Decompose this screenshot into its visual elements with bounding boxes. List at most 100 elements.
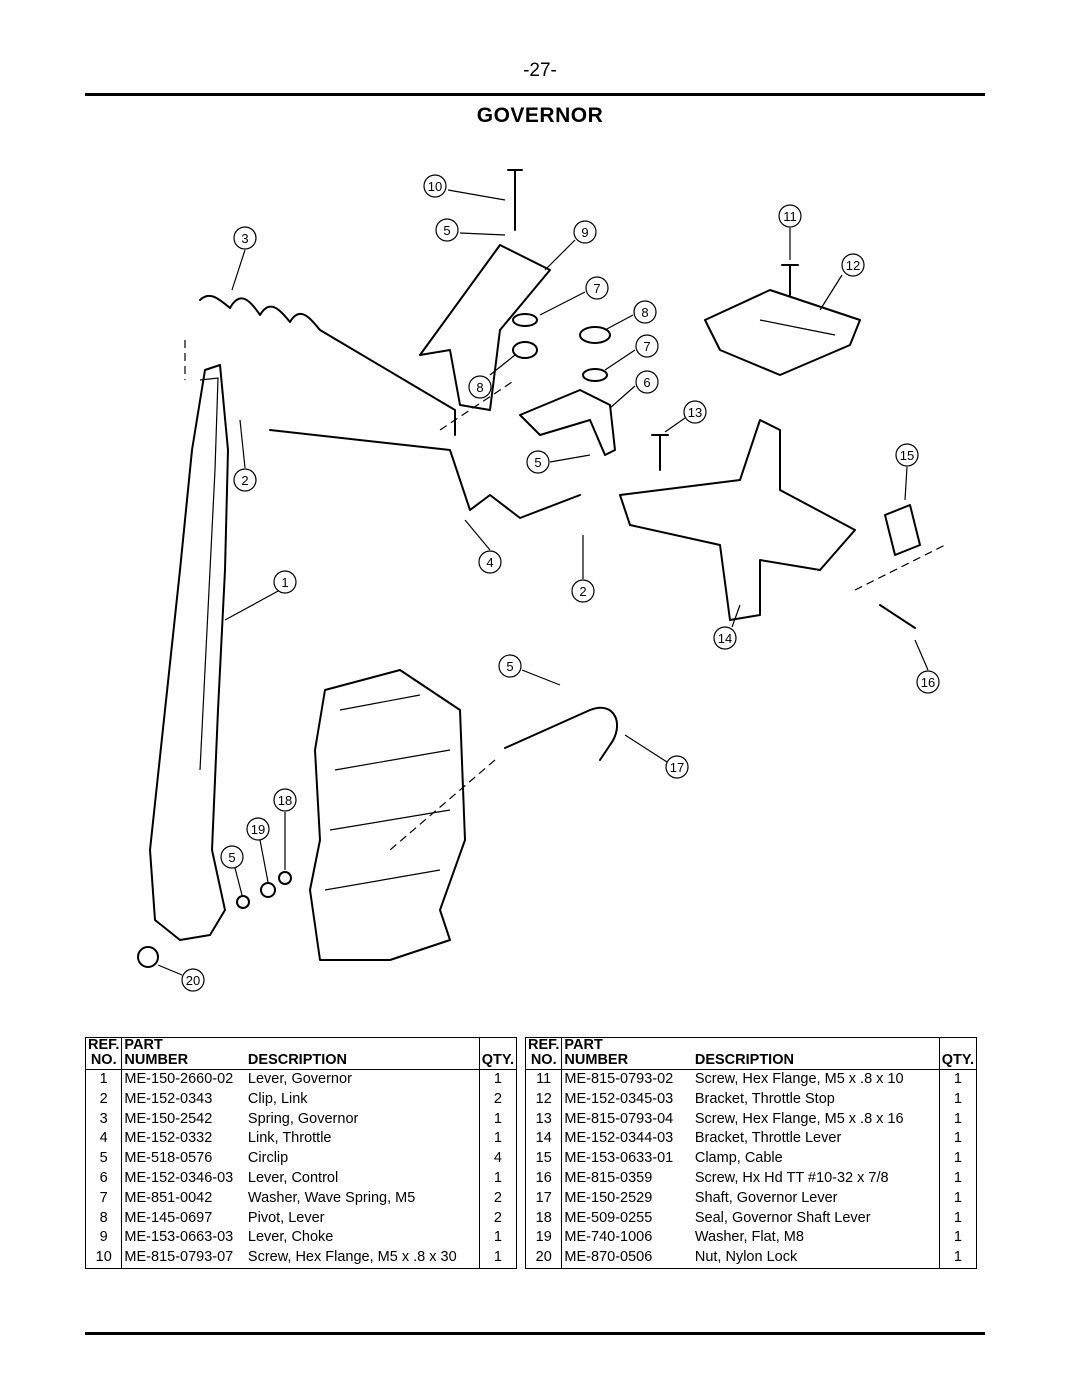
svg-text:7: 7 bbox=[643, 339, 650, 354]
ref-no: 3 bbox=[86, 1109, 123, 1130]
svg-text:11: 11 bbox=[783, 209, 797, 224]
callout-5-mid: 5 bbox=[526, 450, 591, 474]
part-description: Spring, Governor bbox=[247, 1110, 359, 1127]
governor-spring-part bbox=[199, 294, 456, 436]
part-description: Clip, Link bbox=[247, 1090, 308, 1107]
part-description: Lever, Governor bbox=[247, 1071, 352, 1087]
part-description: Lever, Control bbox=[247, 1169, 339, 1186]
ref-no: 19 bbox=[526, 1228, 563, 1249]
svg-text:3: 3 bbox=[241, 231, 248, 246]
part-description: Link, Throttle bbox=[247, 1130, 332, 1147]
part-number: ME-150-2542 bbox=[124, 1110, 213, 1127]
part-number: ME-153-0663-03 bbox=[124, 1229, 234, 1246]
svg-text:16: 16 bbox=[921, 675, 935, 690]
part-number: ME-150-2660-02 bbox=[124, 1071, 234, 1087]
parts-table-right: REF. PART NO. NUMBER DESCRIPTION QTY. 11… bbox=[525, 1037, 977, 1269]
part-number: ME-815-0793-07 bbox=[124, 1249, 234, 1266]
callout-5-shaft: 5 bbox=[498, 654, 561, 686]
part-qty: 2 bbox=[478, 1089, 516, 1110]
part-number: ME-815-0359 bbox=[564, 1169, 653, 1186]
part-number: ME-815-0793-02 bbox=[564, 1071, 674, 1087]
col-description: DESCRIPTION bbox=[692, 1053, 940, 1070]
col-no: NO. bbox=[526, 1053, 563, 1070]
callout-17: 17 bbox=[624, 734, 689, 779]
part-qty: 2 bbox=[478, 1208, 516, 1229]
callout-19: 19 bbox=[246, 817, 270, 883]
part-number: ME-150-2529 bbox=[564, 1189, 653, 1206]
svg-text:8: 8 bbox=[641, 305, 648, 320]
ref-no: 16 bbox=[526, 1168, 563, 1189]
part-description: Lever, Choke bbox=[247, 1229, 334, 1246]
svg-text:4: 4 bbox=[486, 555, 493, 570]
bottom-rule bbox=[85, 1332, 985, 1335]
part-qty: 4 bbox=[478, 1149, 516, 1169]
part-qty: 1 bbox=[478, 1109, 516, 1130]
ref-no: 17 bbox=[526, 1188, 563, 1209]
part-number: ME-815-0793-04 bbox=[564, 1110, 674, 1127]
part-description: Clamp, Cable bbox=[694, 1150, 783, 1167]
part-qty: 1 bbox=[938, 1149, 976, 1169]
governor-parts-diagram: 10 5 9 3 7 8 7 8 6 11 12 13 5 15 2 4 2 1… bbox=[137, 169, 946, 992]
part-qty: 1 bbox=[478, 1129, 516, 1150]
part-description: Washer, Flat, M8 bbox=[694, 1229, 804, 1246]
svg-text:10: 10 bbox=[428, 179, 442, 194]
control-lever-part bbox=[519, 389, 616, 456]
governor-shaft-part bbox=[504, 706, 619, 761]
ref-no: 1 bbox=[86, 1069, 123, 1090]
part-description: Circlip bbox=[247, 1150, 289, 1167]
cable-clamp-part bbox=[884, 504, 921, 556]
callout-15: 15 bbox=[895, 443, 919, 501]
part-qty: 1 bbox=[478, 1069, 516, 1090]
callout-4: 4 bbox=[464, 519, 502, 574]
svg-text:6: 6 bbox=[643, 375, 650, 390]
part-description: Nut, Nylon Lock bbox=[694, 1249, 798, 1266]
ref-no: 9 bbox=[86, 1228, 123, 1249]
svg-text:18: 18 bbox=[278, 793, 292, 808]
callout-12: 12 bbox=[819, 253, 865, 311]
svg-text:14: 14 bbox=[718, 631, 732, 646]
part-description: Bracket, Throttle Lever bbox=[694, 1130, 842, 1147]
col-no: NO. bbox=[86, 1053, 123, 1070]
svg-text:2: 2 bbox=[579, 584, 586, 599]
col-number: NUMBER bbox=[121, 1053, 246, 1070]
page-title: GOVERNOR bbox=[476, 104, 604, 127]
svg-text:17: 17 bbox=[670, 760, 684, 775]
svg-text:7: 7 bbox=[593, 281, 600, 296]
part-qty: 1 bbox=[938, 1248, 976, 1268]
svg-text:1: 1 bbox=[281, 575, 288, 590]
callout-10: 10 bbox=[423, 174, 506, 201]
part-number: ME-152-0345-03 bbox=[564, 1090, 674, 1107]
part-number: ME-153-0633-01 bbox=[564, 1150, 674, 1167]
callout-18: 18 bbox=[273, 788, 297, 870]
callout-2-right: 2 bbox=[571, 535, 595, 603]
ref-no: 8 bbox=[86, 1208, 123, 1229]
callout-5-bottom: 5 bbox=[220, 845, 244, 896]
callout-5-top: 5 bbox=[435, 218, 506, 242]
throttle-stop-bracket-part bbox=[704, 289, 861, 376]
callout-3: 3 bbox=[231, 226, 257, 291]
ref-no: 4 bbox=[86, 1129, 123, 1150]
part-number: ME-851-0042 bbox=[124, 1189, 213, 1206]
part-description: Screw, Hx Hd TT #10-32 x 7/8 bbox=[694, 1169, 889, 1186]
part-qty: 1 bbox=[938, 1228, 976, 1249]
part-qty: 1 bbox=[938, 1109, 976, 1130]
callout-1: 1 bbox=[224, 570, 297, 621]
col-part: PART bbox=[564, 1037, 603, 1053]
part-qty: 1 bbox=[478, 1228, 516, 1249]
col-ref: REF. bbox=[86, 1038, 123, 1053]
part-description: Seal, Governor Shaft Lever bbox=[694, 1209, 871, 1226]
engine-block-outline bbox=[309, 669, 466, 961]
ref-no: 7 bbox=[86, 1188, 123, 1209]
throttle-link-part bbox=[269, 429, 581, 519]
part-qty: 1 bbox=[938, 1188, 976, 1209]
